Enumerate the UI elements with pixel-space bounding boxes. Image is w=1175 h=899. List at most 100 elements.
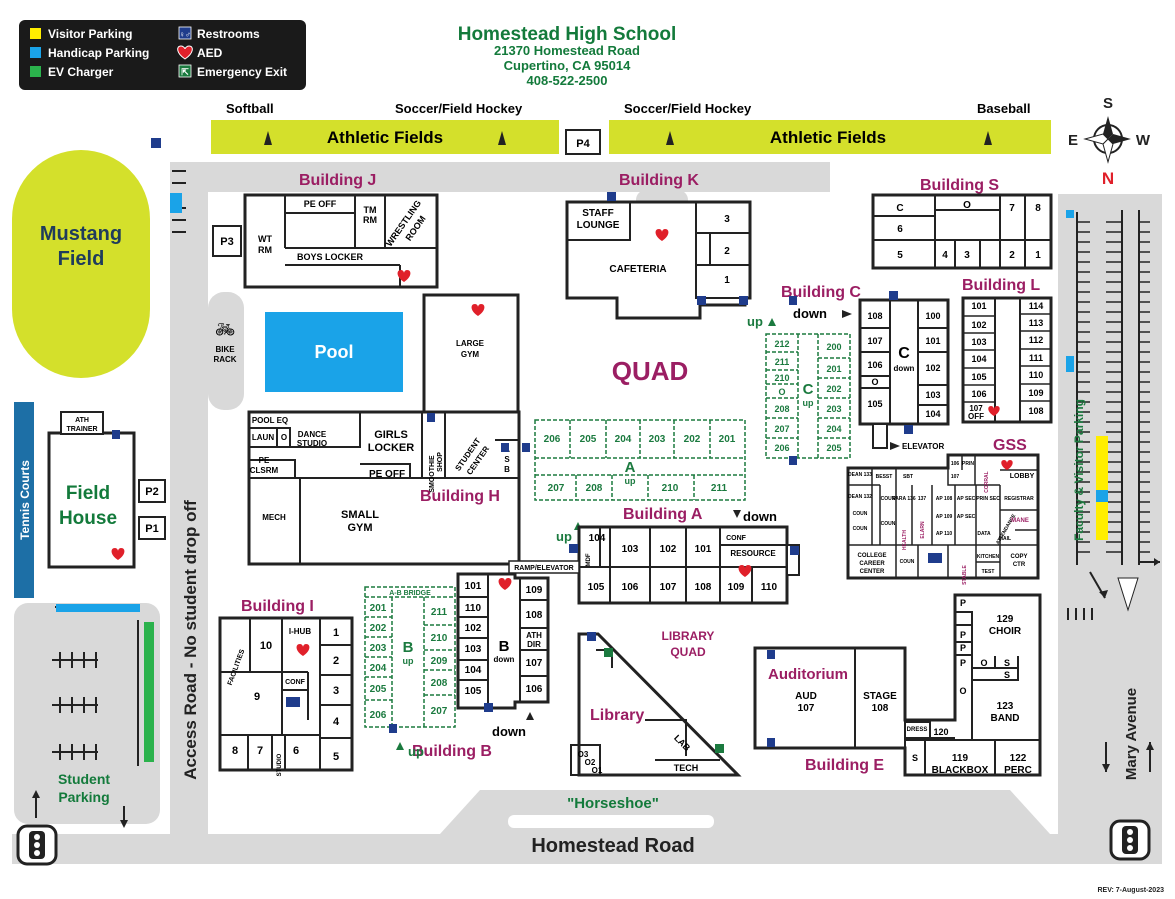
room-boys-locker: BOYS LOCKER: [297, 252, 364, 262]
room-b110: 110: [465, 603, 482, 614]
building-c-rooms: 108 100 107 101 106 102 O 105 103 104 C …: [867, 311, 944, 451]
restroom-icon: ♀♂: [178, 26, 192, 40]
room-staff-1: STAFF: [582, 208, 613, 219]
emergency-exit-icon: ⇱: [178, 64, 192, 78]
room-i-conf: CONF: [285, 679, 306, 686]
bike-icon: 🚲︎: [215, 322, 235, 339]
room-a201: 201: [719, 434, 736, 445]
handicap-parking-space: [1096, 490, 1108, 502]
room-laun: LAUN: [252, 433, 274, 442]
room-l114: 114: [1029, 301, 1044, 311]
room-i7: 7: [257, 745, 263, 757]
building-b-rooms: 101 109 110 108 102 ATH DIR 103 107 104 …: [465, 581, 543, 697]
room-c205: 205: [826, 443, 841, 453]
aed-heart-icon: [738, 565, 752, 577]
aed-heart-icon: [471, 304, 485, 316]
parking-p2: P2: [145, 486, 158, 498]
room-o2: O2: [585, 758, 596, 767]
room-l107-off: OFF: [968, 412, 984, 421]
building-b-upstairs: [364, 586, 456, 728]
room-c2-up: up: [803, 398, 814, 408]
room-dance-2: STUDIO: [297, 439, 327, 448]
room-k3: 3: [724, 214, 730, 225]
legend-handicap-parking: Handicap Parking: [48, 46, 149, 60]
room-c206: 206: [774, 443, 789, 453]
room-stage-2: 108: [872, 703, 889, 714]
room-l107: 107: [969, 404, 983, 413]
room-s1: 1: [1035, 250, 1041, 261]
room-b-ath-2: DIR: [527, 640, 541, 649]
room-i5: 5: [333, 751, 339, 763]
room-b103: 103: [465, 644, 482, 655]
room-dress: DRESS: [907, 727, 928, 733]
room-c108: 108: [867, 311, 882, 321]
room-c203: 203: [826, 404, 841, 414]
room-wt-2: RM: [258, 245, 272, 255]
room-g107: 107: [951, 474, 960, 480]
room-staff-2: LOUNGE: [577, 220, 620, 231]
room-tm-2: RM: [363, 215, 377, 225]
room-b108: 108: [526, 610, 543, 621]
room-b2-letter: B: [403, 639, 414, 656]
athletic-fields-right: Athletic Fields: [770, 128, 886, 147]
room-b206: 206: [370, 710, 387, 721]
room-coun-2: COUN: [853, 526, 868, 532]
room-data: DATA: [977, 531, 991, 537]
room-i6: 6: [293, 745, 299, 757]
room-s-c: C: [896, 203, 903, 214]
aed-heart-icon: [296, 644, 310, 656]
building-h-rooms: POOL EQ LAUN O DANCE STUDIO GIRLS LOCKER…: [250, 339, 511, 534]
room-para: PARA 136: [892, 496, 916, 502]
down-label-c: down: [793, 306, 827, 321]
mustang-field: Mustang Field: [12, 150, 150, 378]
room-cafeteria: CAFETERIA: [609, 264, 666, 275]
room-small-gym-2: GYM: [347, 522, 372, 534]
room-c208: 208: [774, 404, 789, 414]
room-c200: 200: [826, 342, 841, 352]
room-prin-sec: PRIN SEC: [976, 496, 1000, 502]
room-girls-1: GIRLS: [374, 429, 408, 441]
room-a203: 203: [649, 434, 666, 445]
horseshoe-label: "Horseshoe": [567, 795, 659, 812]
room-a205: 205: [580, 434, 597, 445]
room-i8: 8: [232, 745, 238, 757]
room-stable: STABLE: [962, 565, 968, 585]
field-house-1: Field: [66, 483, 110, 504]
room-sbt: SBT: [903, 474, 913, 480]
room-blackbox-2: BLACKBOX: [932, 765, 989, 776]
baseball-label: Baseball: [977, 101, 1030, 116]
compass-e: E: [1068, 132, 1078, 149]
room-l104: 104: [971, 354, 986, 364]
room-c204: 204: [826, 424, 841, 434]
phone: 408-522-2500: [527, 73, 608, 88]
gss-rooms: DEAN 133 BESST SBT PRIN 106 107 CORRAL L…: [848, 461, 1035, 585]
room-large-gym-2: GYM: [461, 350, 480, 359]
room-h-pe-off: PE OFF: [369, 469, 405, 480]
room-band-1: 123: [997, 701, 1014, 712]
legend-ev-charger: EV Charger: [48, 65, 114, 79]
room-g106: 106: [951, 461, 960, 467]
room-a210: 210: [662, 483, 679, 494]
building-c-upstairs-rooms: 212 211 210 O 208 207 206 200 201 202 20…: [774, 339, 841, 453]
room-e-s1: S: [1004, 658, 1010, 668]
room-c201: 201: [826, 364, 841, 374]
room-b106: 106: [526, 684, 543, 695]
building-a-upstairs-rooms: 206 205 204 203 202 201 207 208 210 211 …: [544, 434, 736, 494]
room-b-letter: B: [499, 638, 510, 655]
room-c207: 207: [774, 424, 789, 434]
room-b104: 104: [465, 665, 482, 676]
compass-n: N: [1102, 169, 1114, 188]
room-b202: 202: [370, 623, 387, 634]
room-i10: 10: [260, 640, 272, 652]
room-ap-sec-1: AP SEC: [957, 496, 976, 502]
library-quad-1: LIBRARY: [662, 629, 715, 643]
room-c211: 211: [775, 357, 790, 367]
parking-p3: P3: [220, 236, 233, 248]
room-c2-letter: C: [803, 381, 814, 398]
room-a202: 202: [684, 434, 701, 445]
room-h-o: O: [281, 433, 287, 442]
room-a208: 208: [586, 483, 603, 494]
room-a108: 108: [695, 582, 712, 593]
room-i1: 1: [333, 627, 339, 639]
